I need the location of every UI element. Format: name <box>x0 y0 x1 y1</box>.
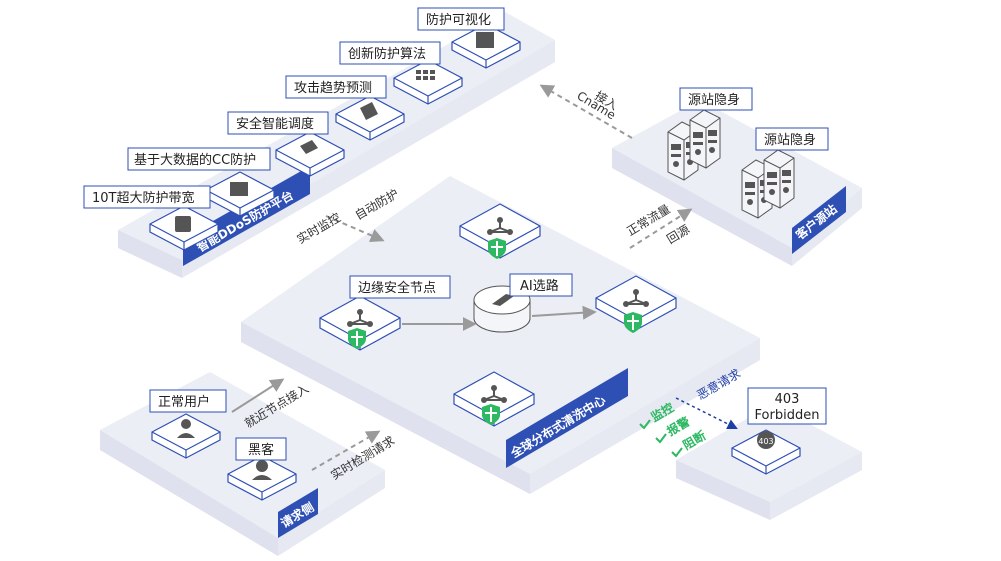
svg-text:403: 403 <box>775 392 800 407</box>
ai-to-node-arrow <box>531 305 597 320</box>
origin-server-1: 源站隐身 <box>667 87 753 181</box>
origin-server-2: 源站隐身 <box>741 127 829 219</box>
feature-label-4: 攻击趋势预测 <box>285 75 387 99</box>
check-icon <box>655 433 667 444</box>
forbidden-icon <box>757 431 775 449</box>
origin-arrow <box>629 208 693 249</box>
feature-tile-trend <box>335 95 405 141</box>
svg-text:安全智能调度: 安全智能调度 <box>236 116 314 132</box>
ai-route-node: AI选路 <box>473 273 573 333</box>
trend-icon <box>360 102 378 120</box>
feature-label-6: 防护可视化 <box>417 7 505 31</box>
schedule-icon <box>300 140 318 154</box>
malicious-arrow <box>675 397 738 429</box>
feature-label-5: 创新防护算法 <box>339 41 441 65</box>
edge-node: 边缘安全节点 <box>319 275 451 351</box>
svg-text:基于大数据的CC防护: 基于大数据的CC防护 <box>134 152 256 168</box>
check-icon <box>671 447 683 458</box>
svg-text:Forbidden: Forbidden <box>755 408 820 423</box>
svg-text:AI选路: AI选路 <box>520 278 559 294</box>
svg-text:403: 403 <box>758 437 773 446</box>
back-to-origin-label: 回源 <box>664 222 692 246</box>
feature-tile-bandwidth <box>149 205 219 251</box>
svg-text:源站隐身: 源站隐身 <box>688 92 740 108</box>
normal-user: 正常用户 <box>149 389 227 459</box>
hacker: 黑客 <box>227 437 297 501</box>
feature-label-1: 10T超大防护带宽 <box>83 185 211 209</box>
monitor-arrow <box>325 215 385 243</box>
router-icon <box>492 294 514 306</box>
realtime-monitor-label: 实时监控 <box>294 210 343 247</box>
feature-label-3: 安全智能调度 <box>227 111 329 135</box>
bandwidth-icon <box>175 216 191 232</box>
detect-arrow <box>311 430 381 471</box>
feature-tile-visual <box>451 23 521 69</box>
svg-text:边缘安全节点: 边缘安全节点 <box>358 280 436 296</box>
user-icon <box>181 419 191 429</box>
svg-text:黑客: 黑客 <box>248 442 274 458</box>
svg-text:攻击趋势预测: 攻击趋势预测 <box>294 80 372 96</box>
svg-text:10T超大防护带宽: 10T超大防护带宽 <box>92 190 194 206</box>
visual-icon <box>476 32 494 48</box>
svg-text:防护可视化: 防护可视化 <box>426 12 491 28</box>
nearest-access-arrow <box>231 378 285 413</box>
hacker-icon <box>256 460 268 472</box>
svg-text:正常用户: 正常用户 <box>158 394 210 410</box>
feature-tile-cc <box>205 171 275 217</box>
origin-platform <box>612 100 862 266</box>
feature-label-2: 基于大数据的CC防护 <box>127 147 271 171</box>
feature-tile-scheduling <box>275 131 345 177</box>
check-icon <box>639 419 651 430</box>
feature-tile-algorithm <box>393 59 463 105</box>
svg-text:创新防护算法: 创新防护算法 <box>348 46 426 62</box>
data-icon <box>230 182 248 196</box>
svg-text:报警: 报警 <box>664 414 692 439</box>
grid-icon <box>416 70 435 80</box>
svg-text:源站隐身: 源站隐身 <box>764 132 816 148</box>
forbidden-node: 403 403 Forbidden <box>731 387 827 475</box>
